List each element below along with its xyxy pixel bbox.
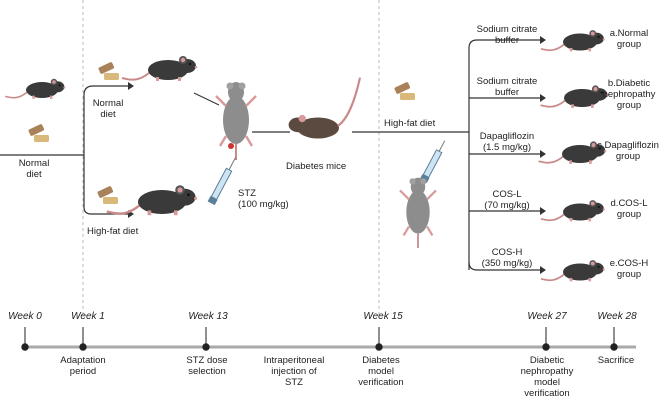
normal-diet-mouse-icon (121, 55, 199, 82)
week-label: Week 0 (8, 311, 42, 322)
injected-mouse-topview-icon (398, 176, 438, 250)
week-label: Week 15 (363, 311, 403, 322)
high-fat-diet-label: High-fat diet (87, 226, 139, 237)
food-icon (97, 185, 118, 204)
treatment-label: COS-H(350 mg/kg) (481, 247, 533, 269)
diet-branch-arrows (0, 85, 128, 215)
food-icon (98, 61, 119, 80)
food-icon (394, 81, 415, 100)
treatment-label: COS-L(70 mg/kg) (484, 189, 530, 211)
treatment-label: Dapagliflozin(1.5 mg/kg) (479, 131, 535, 153)
week-label: Week 13 (188, 311, 228, 322)
group-branch-arrows (468, 39, 540, 271)
stz-dose-label: STZ(100 mg/kg) (238, 188, 289, 210)
stz-mouse-topview-icon (214, 80, 258, 162)
syringe-icon (419, 140, 446, 184)
week-label: Week 27 (527, 311, 567, 322)
week-label: Week 28 (597, 311, 637, 322)
high-fat-diet-label-2: High-fat diet (384, 118, 436, 129)
group-a-mouse-icon (540, 29, 606, 53)
food-icon (28, 123, 49, 142)
week-label: Week 1 (71, 311, 105, 322)
high-fat-diet-mouse-icon (105, 183, 199, 217)
group-d-mouse-icon (540, 199, 606, 223)
diabetes-mice-label: Diabetes mice (286, 161, 347, 172)
diabetes-mouse-icon (288, 77, 362, 139)
syringe-icon (207, 157, 237, 206)
event-sacrifice: Sacrifice (597, 355, 635, 366)
group-e-mouse-icon (540, 259, 606, 283)
start-mouse-icon (4, 78, 67, 100)
